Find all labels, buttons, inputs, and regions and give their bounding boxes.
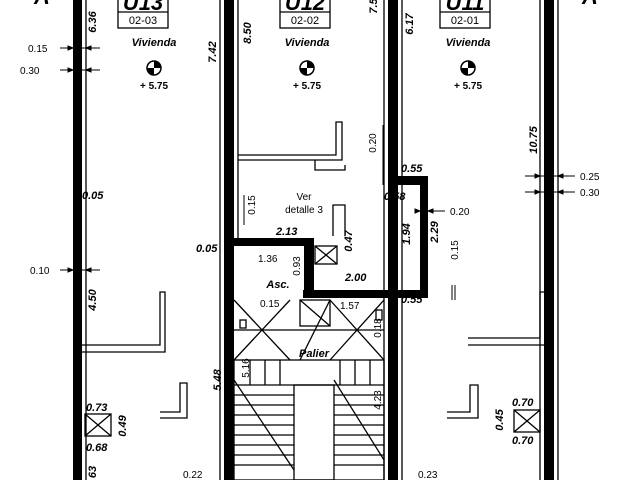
dim-label: 6.17 <box>404 12 416 34</box>
level-symbols <box>146 60 476 76</box>
walls <box>73 0 554 480</box>
dim-label: 0.05 <box>82 190 104 202</box>
dim-label: 0.47 <box>343 229 355 251</box>
unit-sub: 02-02 <box>291 15 319 27</box>
unit-code: U12 <box>285 0 326 15</box>
dim-label: 0.70 <box>512 397 534 409</box>
dim-label: 2.00 <box>344 272 367 284</box>
wall-right-outer <box>544 0 554 480</box>
wall-shaft-top <box>388 176 428 185</box>
dim-label: 63 <box>87 466 99 478</box>
dim-label: 0.23 <box>418 470 438 480</box>
dim-label: 0.58 <box>384 191 406 203</box>
dim-label: 0.10 <box>30 266 50 277</box>
dim-label: 0.70 <box>512 435 534 447</box>
dim-label: 0.45 <box>494 408 506 430</box>
dim-label: 0.22 <box>183 470 203 480</box>
dim-label: 10.75 <box>528 125 540 153</box>
dim-label: 1.94 <box>401 223 413 244</box>
unit-level: + 5.75 <box>454 81 483 92</box>
unit-sub: 02-01 <box>451 15 479 27</box>
dim-label: 0.73 <box>86 402 107 414</box>
dim-label: 0.15 <box>247 195 258 215</box>
dim-label: 0.30 <box>580 188 600 199</box>
dim-label: 0.15 <box>450 240 461 260</box>
dimension-labels: 6.36 0.15 0.30 7.42 8.50 7.5 6.17 0.20 0… <box>20 0 600 480</box>
dim-label: 7.5 <box>368 0 380 14</box>
note-line-1: Ver <box>296 192 312 203</box>
dim-label: 0.18 <box>373 318 384 338</box>
wall-core-step <box>304 238 314 298</box>
dim-label: 8.50 <box>242 21 254 43</box>
dim-label: 0.15 <box>28 44 48 55</box>
dimension-marks <box>60 45 575 300</box>
section-mark-left: A <box>33 0 50 9</box>
dim-label: 5.48 <box>212 368 224 390</box>
wall-left-outer <box>73 0 82 480</box>
dim-label: 0.20 <box>450 207 470 218</box>
dim-label: 1.36 <box>258 254 278 265</box>
unit-use: Vivienda <box>446 37 491 49</box>
unit-labels: U13 02-03 Vivienda + 5.75 U12 02-02 Vivi… <box>33 0 598 360</box>
dim-label: 0.25 <box>580 172 600 183</box>
thin-lines <box>82 0 559 480</box>
dim-label: 4.50 <box>87 288 99 311</box>
section-mark-right: A <box>581 0 598 9</box>
unit-level: + 5.75 <box>140 81 169 92</box>
wall-core-top <box>224 238 314 246</box>
dim-label: 0.49 <box>117 414 129 436</box>
wall-u12-u11 <box>388 0 398 480</box>
wall-core-left <box>224 238 232 338</box>
dim-label: 0.15 <box>260 299 280 310</box>
dim-label: 0.93 <box>292 256 303 276</box>
dim-label: 1.57 <box>340 301 360 312</box>
dim-label: 0.55 <box>401 294 423 306</box>
dim-label: 5.16 <box>241 358 252 378</box>
unit-sub: 02-03 <box>129 15 157 27</box>
unit-code: U11 <box>446 0 485 15</box>
dim-label: 2.13 <box>275 226 297 238</box>
dim-label: 7.42 <box>207 41 219 62</box>
room-label-asc: Asc. <box>265 279 289 291</box>
unit-level: + 5.75 <box>293 81 322 92</box>
unit-use: Vivienda <box>132 37 177 49</box>
dim-label: 0.55 <box>401 163 423 175</box>
dim-label: 0.30 <box>20 66 40 77</box>
dim-label: 0.20 <box>368 133 379 153</box>
level-marker-icon <box>146 60 162 76</box>
wall-shaft-bottom <box>303 290 428 298</box>
dim-label: 0.68 <box>86 442 108 454</box>
dim-label: 6.36 <box>87 10 99 32</box>
unit-use: Vivienda <box>285 37 330 49</box>
level-marker-icon <box>460 60 476 76</box>
dim-label: 2.29 <box>429 220 441 243</box>
wall-shaft-right <box>420 176 428 298</box>
dim-label: 0.05 <box>196 243 218 255</box>
level-marker-icon <box>299 60 315 76</box>
unit-code: U13 <box>123 0 163 15</box>
note-line-2: detalle 3 <box>285 205 323 216</box>
room-label-palier: Palier <box>299 348 330 360</box>
dim-label: 4.23 <box>373 390 384 410</box>
